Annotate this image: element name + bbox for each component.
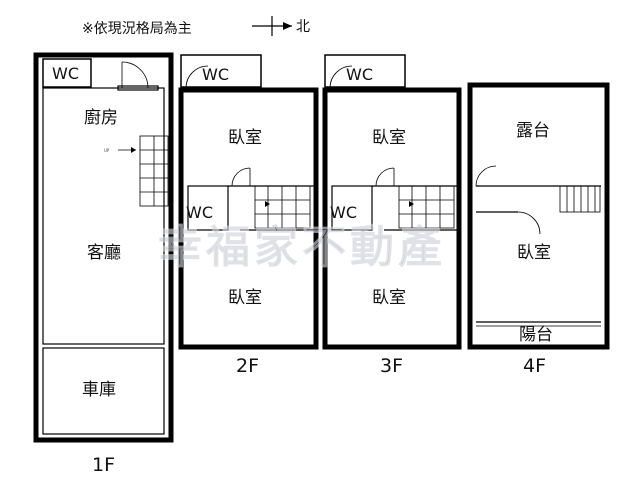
bedroom-label-2f-top: 臥室 (228, 128, 262, 148)
wc-label-3f-top: WC (346, 65, 373, 84)
stairs-1f: UP (104, 135, 169, 207)
stairs-3f (398, 185, 455, 229)
floor-3f-outline (322, 87, 462, 350)
wc-room-2f-mid (187, 185, 229, 231)
kitchen-label: 廚房 (84, 107, 118, 128)
bedroom-label-3f-top: 臥室 (372, 128, 406, 148)
north-arrow-icon (252, 16, 292, 36)
garage-room (42, 347, 165, 435)
floor-3f: WC WC 臥室 臥室 3F (322, 54, 462, 377)
floor-1f: UP WC 廚房 客廳 車庫 1F (33, 52, 174, 476)
wc-label-3f-mid: WC (330, 203, 357, 222)
wc-room-1f (42, 58, 92, 88)
floor-label-1f: 1F (92, 454, 115, 476)
floor-label-4f: 4F (523, 355, 546, 377)
bedroom-label-4f: 臥室 (517, 243, 551, 263)
floor-label-3f: 3F (380, 355, 403, 377)
watermark-text: 幸福家不動產 (158, 222, 446, 273)
svg-text:UP: UP (104, 148, 110, 153)
terrace-label: 露台 (516, 121, 550, 141)
bedroom-label-3f-bottom: 臥室 (372, 288, 406, 308)
balcony-label: 陽台 (519, 325, 553, 345)
living-room-label: 客廳 (87, 243, 121, 263)
floor-label-2f: 2F (236, 355, 259, 377)
floor-4f: 露台 臥室 陽台 4F (467, 82, 610, 377)
garage-label: 車庫 (82, 380, 116, 400)
bedroom-label-2f-bottom: 臥室 (228, 288, 262, 308)
stairs-2f (254, 185, 311, 229)
wc-label-2f-mid: WC (186, 203, 213, 222)
floor-2f-outline (178, 87, 319, 350)
stairs-4f (559, 185, 601, 213)
wc-label-1f: WC (52, 64, 79, 83)
wc-room-3f-mid (331, 185, 373, 231)
north-label: 北 (296, 19, 310, 35)
wc-label-2f-top: WC (202, 65, 229, 84)
floor-4f-outline (467, 82, 610, 350)
layout-note: ※依現況格局為主 (82, 21, 192, 37)
floor-2f: WC WC 臥室 臥室 2F (178, 54, 319, 377)
floor-1f-outline (33, 52, 174, 443)
